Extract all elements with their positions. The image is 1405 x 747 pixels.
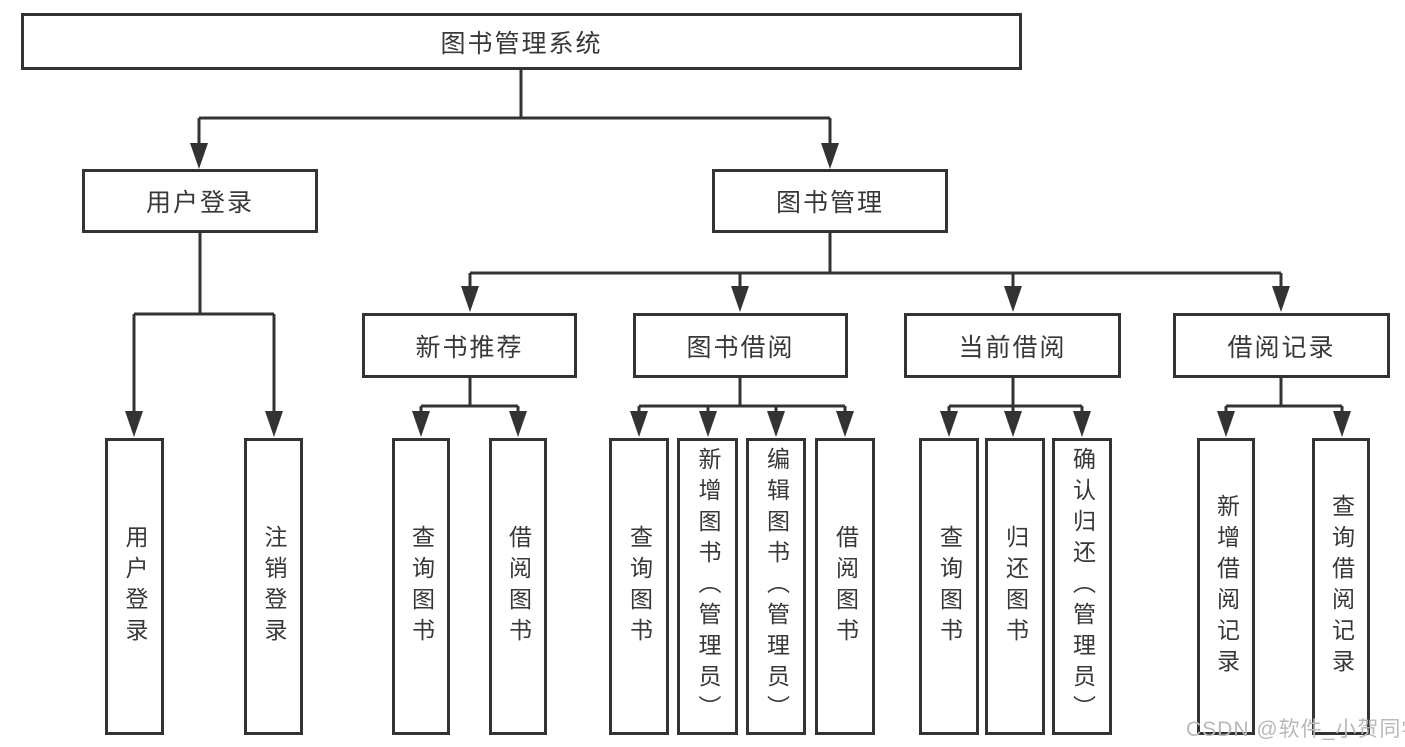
- node-book-borrow-label: 图书借阅: [686, 333, 795, 362]
- leaf-user-login-label: 用户登录: [122, 524, 148, 649]
- leaf-current-return-books: 归还图书: [985, 438, 1045, 735]
- leaf-current-return-books-label: 归还图书: [1002, 524, 1029, 649]
- node-current-borrow-label: 当前借阅: [958, 333, 1067, 362]
- leaf-user-login: 用户登录: [105, 438, 164, 735]
- leaf-borrow-query-books: 查询图书: [609, 438, 669, 735]
- node-user-login: 用户登录: [82, 169, 318, 233]
- node-current-borrow: 当前借阅: [904, 313, 1121, 378]
- node-user-login-label: 用户登录: [145, 189, 254, 217]
- arrowhead-icons: [125, 143, 1351, 437]
- leaf-borrow-query-books-label: 查询图书: [626, 524, 653, 649]
- leaf-newbooks-borrow-books: 借阅图书: [489, 438, 547, 735]
- leaf-borrow-edit-books-admin: 编辑图书（管理员）: [746, 438, 806, 735]
- leaf-current-query-books: 查询图书: [919, 438, 979, 735]
- node-new-book-recommend: 新书推荐: [362, 313, 577, 378]
- node-borrow-records: 借阅记录: [1173, 313, 1390, 378]
- node-book-borrow: 图书借阅: [633, 313, 848, 378]
- leaf-records-add-record: 新增借阅记录: [1197, 438, 1255, 735]
- leaf-borrow-add-books-admin: 新增图书（管理员）: [677, 438, 738, 735]
- leaf-current-query-books-label: 查询图书: [936, 524, 963, 649]
- leaf-borrow-borrow-books: 借阅图书: [815, 438, 875, 735]
- leaf-borrow-add-books-admin-label: 新增图书（管理员）: [695, 447, 721, 726]
- leaf-current-confirm-return-admin: 确认归还（管理员）: [1052, 438, 1112, 735]
- node-borrow-records-label: 借阅记录: [1227, 333, 1336, 362]
- leaf-records-query-record-label: 查询借阅记录: [1328, 493, 1355, 680]
- csdn-watermark: CSDN @软件_小贺同学: [1186, 718, 1405, 741]
- leaf-borrow-edit-books-admin-label: 编辑图书（管理员）: [763, 447, 790, 726]
- node-book-management: 图书管理: [712, 169, 948, 233]
- leaf-logout-label: 注销登录: [261, 524, 287, 649]
- leaf-newbooks-query-books-label: 查询图书: [408, 524, 435, 649]
- leaf-newbooks-query-books: 查询图书: [392, 438, 450, 735]
- node-book-management-label: 图书管理: [775, 189, 884, 217]
- node-root-label: 图书管理系统: [440, 29, 603, 58]
- leaf-records-query-record: 查询借阅记录: [1312, 438, 1370, 735]
- leaf-newbooks-borrow-books-label: 借阅图书: [505, 524, 532, 649]
- leaf-borrow-borrow-books-label: 借阅图书: [832, 524, 859, 649]
- leaf-records-add-record-label: 新增借阅记录: [1213, 493, 1240, 680]
- leaf-logout: 注销登录: [244, 438, 303, 735]
- node-new-book-recommend-label: 新书推荐: [415, 333, 524, 362]
- node-root: 图书管理系统: [21, 13, 1022, 70]
- leaf-current-confirm-return-admin-label: 确认归还（管理员）: [1069, 447, 1096, 726]
